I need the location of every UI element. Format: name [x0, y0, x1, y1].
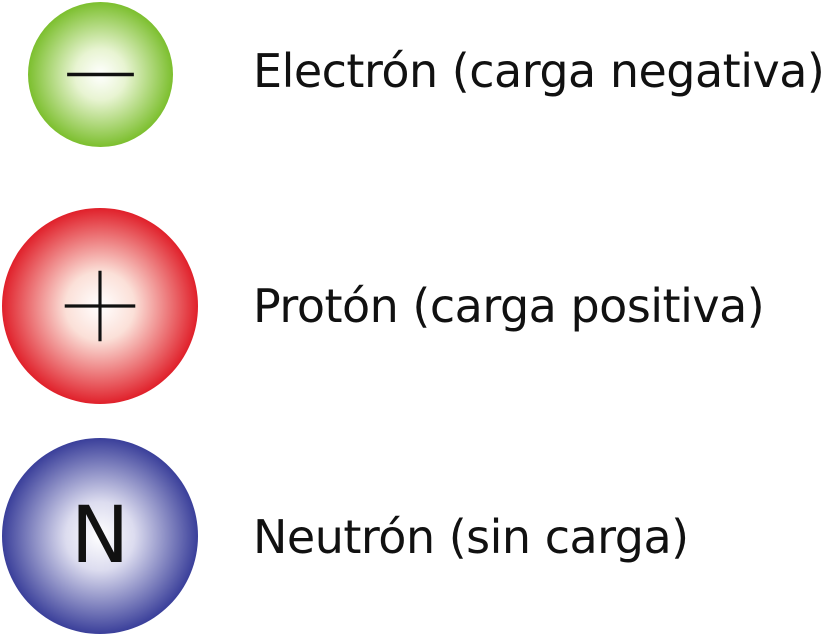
electron-label: Electrón (carga negativa)	[253, 44, 825, 98]
neutron-ball-shape	[2, 438, 198, 634]
neutron-symbol: N	[70, 491, 130, 581]
neutron-label: Neutrón (sin carga)	[253, 510, 689, 564]
minus-sign-icon	[28, 2, 173, 147]
neutron-ball: N	[2, 438, 198, 634]
proton-ball	[2, 208, 198, 404]
plus-sign-icon	[2, 208, 198, 404]
electron-ball	[28, 2, 173, 147]
proton-label: Protón (carga positiva)	[253, 279, 765, 333]
